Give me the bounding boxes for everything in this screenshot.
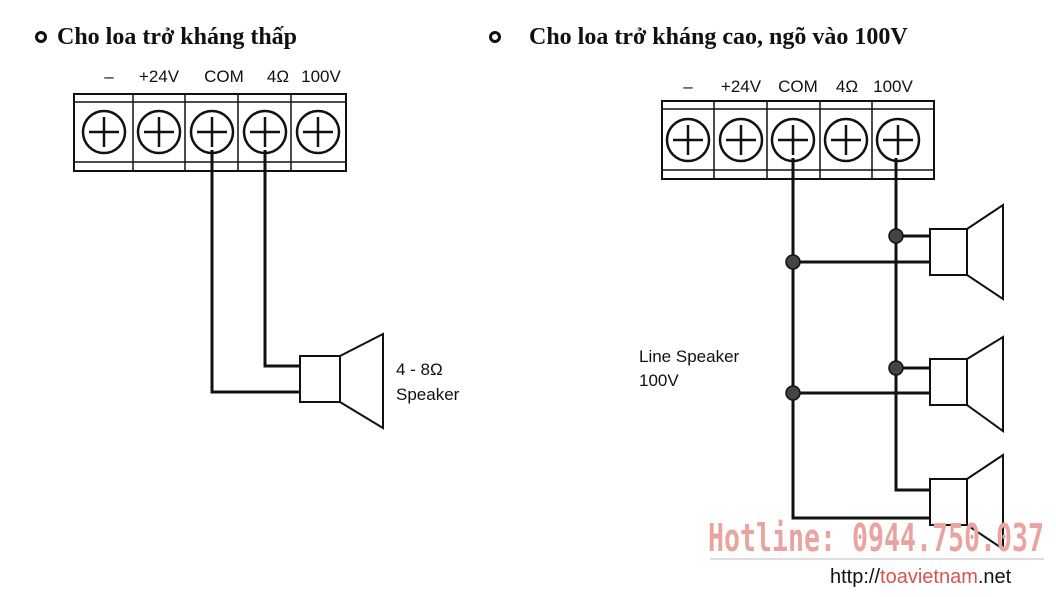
junction-dots [785,228,904,401]
terminal-label-com: COM [778,77,818,96]
bullet-dot-icon [489,31,501,43]
website-url-prefix: http:// [830,566,880,588]
speaker-icon [929,453,1004,551]
bullet-dot-icon [35,31,47,43]
terminal-screw-icon [770,117,816,163]
terminal-screw-icon [242,109,288,155]
terminal-screw-icon [718,117,764,163]
right-title-group: Cho loa trở kháng cao, ngõ vào 100V [489,24,908,50]
terminal-screw-icon [875,117,921,163]
terminal-screw-icon [81,109,127,155]
junction-dot-icon [785,385,801,401]
right-terminal-strip [661,100,935,180]
right-title: Cho loa trở kháng cao, ngõ vào 100V [529,24,908,50]
left-title-group: Cho loa trở kháng thấp [35,24,297,50]
left-speaker-label: 4 - 8Ω Speaker [396,360,460,404]
terminal-screw-icon [665,117,711,163]
terminal-screw-icon [295,109,341,155]
terminal-label-minus: – [104,67,114,86]
left-speaker-label-line2: Speaker [396,385,460,404]
junction-dot-icon [888,228,904,244]
junction-dot-icon [888,360,904,376]
terminal-screw-icon [189,109,235,155]
right-speakers-label: Line Speaker 100V [639,347,740,390]
terminal-label-com: COM [204,67,244,86]
terminal-label-4ohm: 4Ω [267,67,289,86]
right-terminal-labels: – +24V COM 4Ω 100V [683,77,913,96]
right-speakers-label-line1: Line Speaker [639,347,740,366]
right-speakers-label-line2: 100V [639,371,679,390]
terminal-label-24v: +24V [139,67,180,86]
website-url[interactable]: http://toavietnam.net [830,566,1012,588]
hotline-text: Hotline: 0944.750.037 [708,516,1044,560]
left-terminal-labels: – +24V COM 4Ω 100V [104,67,341,86]
speaker-icon [299,332,384,430]
left-wiring [210,150,300,394]
left-terminal-strip [73,93,347,172]
right-wiring [791,158,930,520]
footer: Hotline: 0944.750.037 http://toavietnam.… [708,516,1044,588]
speaker-icon [929,203,1004,301]
junction-dot-icon [785,254,801,270]
left-speaker-label-line1: 4 - 8Ω [396,360,443,379]
terminal-screw-icon [823,117,869,163]
terminal-label-100v: 100V [301,67,341,86]
terminal-label-100v: 100V [873,77,913,96]
terminal-label-minus: – [683,77,693,96]
terminal-label-24v: +24V [721,77,762,96]
website-url-suffix: .net [978,566,1012,588]
terminal-screw-icon [136,109,182,155]
left-title: Cho loa trở kháng thấp [57,24,297,50]
website-url-brand: toavietnam [880,566,978,588]
terminal-label-4ohm: 4Ω [836,77,858,96]
speaker-icon [929,335,1004,433]
